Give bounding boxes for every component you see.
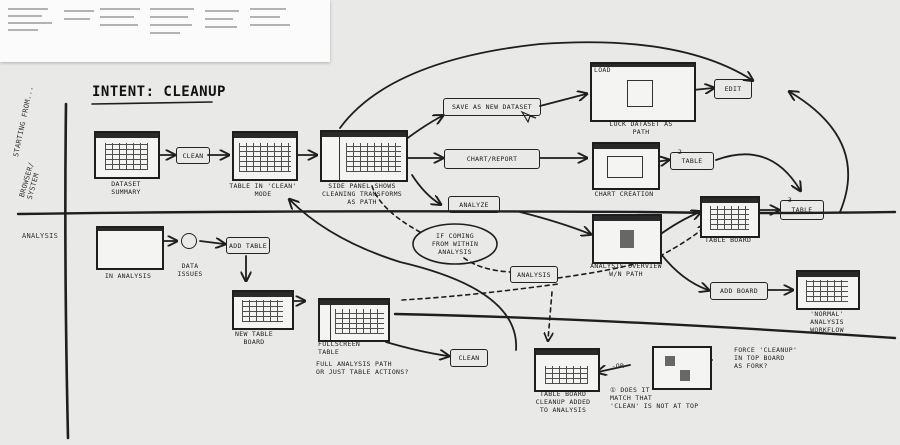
sketch-side-panel <box>320 305 331 340</box>
step-number-2: 2 <box>677 148 683 156</box>
paper-notes-sheet <box>0 0 330 62</box>
clean-button-top[interactable]: CLEAN <box>176 147 210 164</box>
table-button-mid[interactable]: TABLE <box>780 200 824 220</box>
scribble-line <box>250 8 286 10</box>
caption-fullscreen-table: FULLSCREEN TABLE <box>318 340 361 356</box>
sketch-titlebar <box>592 64 694 67</box>
save-as-new-dataset-button[interactable]: SAVE AS NEW DATASET <box>443 98 541 116</box>
caption-or: -OR- <box>611 362 629 370</box>
force-cleanup-sketch <box>652 346 712 390</box>
in-analysis-sketch <box>96 226 164 270</box>
sketch-titlebar <box>702 198 758 203</box>
edit-button[interactable]: EDIT <box>714 79 752 99</box>
sketch-titlebar <box>594 144 658 149</box>
sketch-table-grid <box>242 299 283 323</box>
sketch-titlebar <box>798 272 858 277</box>
fullscreen-table-sketch <box>318 298 390 342</box>
sketch-titlebar <box>536 350 598 355</box>
table-board-sketch <box>700 196 760 238</box>
scribble-line <box>8 22 52 24</box>
caption-analysis-overview: ANALYSIS OVERVIEW W/N PATH <box>590 262 662 278</box>
normal-analysis-sketch <box>796 270 860 310</box>
caption-full-analysis-path: FULL ANALYSIS PATH OR JUST TABLE ACTIONS… <box>316 360 409 376</box>
sketch-table-grid <box>104 142 149 170</box>
sketch-titlebar <box>594 216 660 221</box>
scribble-line <box>250 24 290 26</box>
sketch-fork-node <box>679 370 690 381</box>
sketch-table-grid <box>709 206 750 230</box>
caption-force-cleanup: FORCE 'CLEANUP' IN TOP BOARD AS FORK? <box>734 346 798 370</box>
clean-button-bottom[interactable]: CLEAN <box>450 349 488 367</box>
scribble-line <box>205 26 237 28</box>
scribble-line <box>150 32 180 34</box>
sketch-titlebar <box>96 133 158 138</box>
scribble-line <box>8 15 42 17</box>
sketch-titlebar <box>322 132 406 137</box>
sketch-titlebar <box>320 300 388 305</box>
scribble-line <box>100 16 134 18</box>
caption-dataset-summary: DATASET SUMMARY <box>111 180 141 196</box>
analyze-button[interactable]: ANALYZE <box>448 196 500 213</box>
scribble-line <box>205 10 239 12</box>
add-table-button[interactable]: ADD TABLE <box>226 237 270 254</box>
scribble-line <box>150 16 188 18</box>
scribble-line <box>205 18 233 20</box>
sketch-table-grid <box>806 279 849 303</box>
analysis-tag-button[interactable]: ANALYSIS <box>510 266 558 283</box>
caption-data-issues: DATA ISSUES <box>177 262 203 278</box>
scribble-line <box>100 8 140 10</box>
scribble-line <box>64 18 90 20</box>
sketch-path-node <box>620 229 634 249</box>
caption-side-panel: SIDE PANEL SHOWS CLEANING TRANSFORMS AS … <box>321 182 403 206</box>
lock-dataset-sketch <box>590 62 696 122</box>
scribble-line <box>150 24 192 26</box>
caption-in-analysis: IN ANALYSIS <box>104 272 152 280</box>
caption-if-coming-from-analysis: IF COMING FROM WITHIN ANALYSIS <box>431 232 479 256</box>
caption-lock-dataset: LOCK DATASET AS PATH <box>609 120 673 136</box>
sketch-table-grid <box>334 308 384 334</box>
analysis-overview-sketch <box>592 214 662 264</box>
sketch-fork-node <box>665 356 676 367</box>
scribble-line <box>100 24 138 26</box>
step-number-3: 3 <box>787 196 793 204</box>
side-panel-sketch <box>320 130 408 182</box>
clean-mode-table-sketch <box>232 131 298 181</box>
sad-face-icon <box>181 233 197 249</box>
sketch-table-grid <box>345 142 401 173</box>
caption-normal-analysis: 'NORMAL' ANALYSIS WORKFLOW <box>810 310 844 334</box>
caption-table-board: TABLE BOARD <box>704 236 752 244</box>
sketch-side-panel <box>322 137 340 180</box>
sketch-titlebar <box>98 228 162 231</box>
sketch-dialog <box>626 79 654 108</box>
caption-table-clean-mode: TABLE IN 'CLEAN' MODE <box>229 182 297 198</box>
caption-does-it-match: ① DOES IT MATCH THAT 'CLEAN' IS NOT AT T… <box>610 386 699 410</box>
caption-load: LOAD <box>594 66 611 74</box>
sketch-table-grid <box>238 143 292 172</box>
caption-table-board-cleanup: TABLE BOARD CLEANUP ADDED TO ANALYSIS <box>535 390 591 414</box>
add-board-button[interactable]: ADD BOARD <box>710 282 768 300</box>
new-table-board-sketch <box>232 290 294 330</box>
scribble-line <box>250 16 280 18</box>
page-title: INTENT: CLEANUP <box>92 84 226 100</box>
sketch-chart-area <box>606 156 644 178</box>
chart-creation-sketch <box>592 142 660 190</box>
scribble-line <box>8 8 48 10</box>
caption-chart-creation: CHART CREATION <box>594 190 654 198</box>
sketch-titlebar <box>234 292 292 297</box>
dataset-summary-sketch <box>94 131 160 179</box>
scribble-line <box>8 29 38 31</box>
scribble-line <box>150 8 194 10</box>
chart-report-button[interactable]: CHART/REPORT <box>444 149 540 169</box>
sketch-table-grid <box>544 366 589 384</box>
row-label-analysis: ANALYSIS <box>22 232 59 240</box>
table-board-cleanup-sketch <box>534 348 600 392</box>
scribble-line <box>64 10 94 12</box>
sketch-titlebar <box>234 133 296 138</box>
caption-new-table-board: NEW TABLE BOARD <box>235 330 273 346</box>
table-button-top[interactable]: TABLE <box>670 152 714 170</box>
